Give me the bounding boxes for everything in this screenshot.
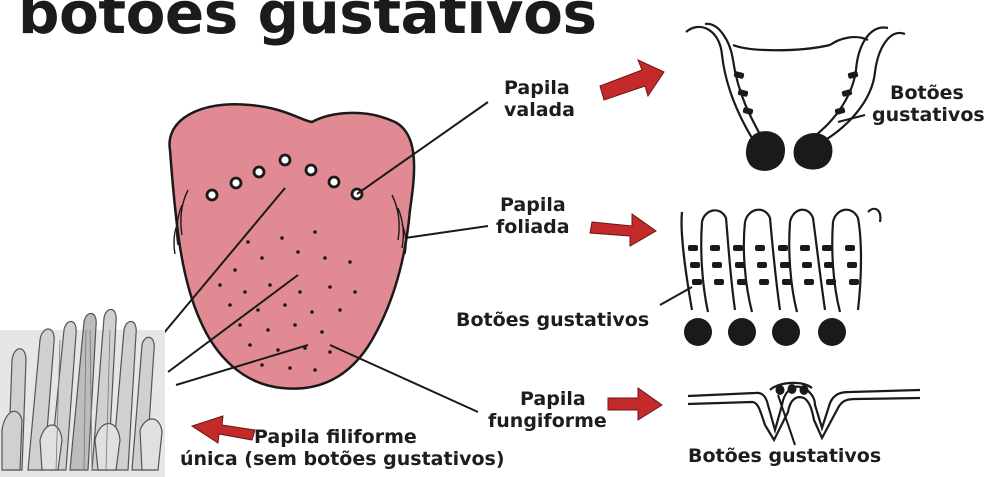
label-line: Papila — [496, 194, 570, 216]
label-papila-foliada: Papila foliada — [496, 194, 570, 238]
label-line: valada — [504, 99, 575, 121]
label-botoes-foliada: Botões gustativos — [456, 309, 649, 331]
label-botoes-valada: Botões gustativos — [872, 82, 985, 126]
label-papila-fungiforme: Papila fungiforme — [488, 388, 607, 432]
tongue-shape — [170, 104, 415, 388]
label-line: Botões — [872, 82, 985, 104]
arrow-to-fungiform — [608, 388, 662, 420]
foliate-papilla-drawing — [682, 209, 881, 346]
fungiform-papilla-drawing — [688, 383, 920, 440]
tongue-illustration — [170, 104, 415, 388]
label-line: Papila — [504, 77, 575, 99]
label-line: Papila — [488, 388, 607, 410]
label-line: gustativos — [872, 104, 985, 126]
label-papila-valada: Papila valada — [504, 77, 575, 121]
label-botoes-fungiforme: Botões gustativos — [688, 445, 881, 467]
filiform-papilla-illustration — [0, 309, 165, 477]
label-line: única (sem botões gustativos) — [180, 448, 505, 470]
label-line: foliada — [496, 216, 570, 238]
label-papila-filiforme: Papila filiforme única (sem botões gusta… — [180, 426, 505, 470]
label-line: fungiforme — [488, 410, 607, 432]
arrow-to-foliate — [590, 214, 656, 246]
arrow-to-vallate — [600, 60, 664, 100]
label-line: Papila filiforme — [180, 426, 505, 448]
